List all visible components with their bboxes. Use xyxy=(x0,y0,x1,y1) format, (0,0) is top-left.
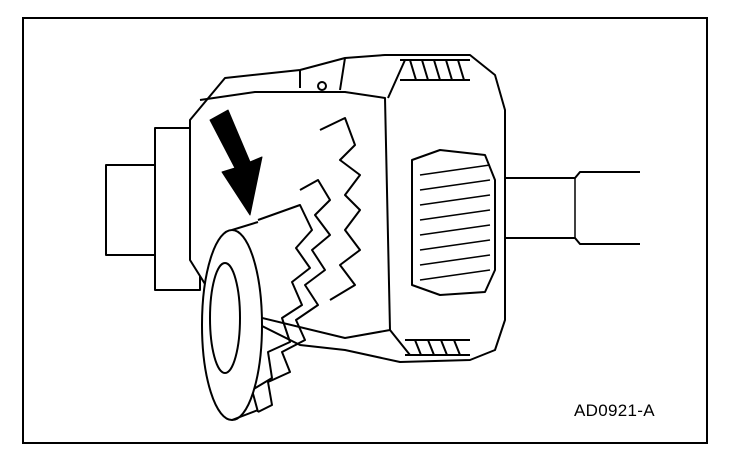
side-gear xyxy=(251,117,361,413)
window-pinion-gear xyxy=(411,149,496,296)
direction-arrow xyxy=(209,109,263,216)
axle-shaft-left xyxy=(105,127,201,291)
axle-shaft-right xyxy=(505,171,640,245)
figure-code-label: AD0921-A xyxy=(574,401,655,420)
ring-gear-teeth xyxy=(400,59,470,356)
thrust-washer xyxy=(201,221,263,421)
